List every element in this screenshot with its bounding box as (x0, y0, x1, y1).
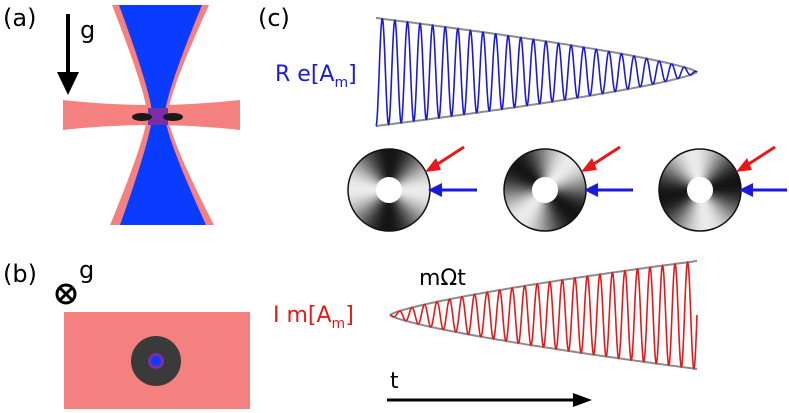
im-envelope-top (389, 260, 698, 316)
atom-cloud-left (132, 113, 152, 121)
im-oscillation (389, 260, 698, 370)
re-envelope-top (375, 17, 698, 73)
gravity-label-b: g (79, 256, 94, 284)
probe-arrow-blue-icon (428, 183, 477, 197)
ring-image (503, 148, 587, 232)
ring-image (347, 148, 431, 232)
re-label: R e[Am] (275, 62, 357, 91)
panel-c-label: (c) (258, 4, 290, 32)
into-page-symbol-icon (55, 283, 77, 305)
im-label: I m[Am] (273, 303, 354, 332)
probe-arrow-blue-icon (739, 183, 787, 197)
trap-core (151, 356, 161, 366)
panel-a-label: (a) (3, 4, 36, 32)
probe-arrow-red-icon (425, 145, 465, 172)
probe-arrow-red-icon (736, 145, 776, 172)
im-envelope-bottom (389, 314, 698, 370)
ring-images (347, 148, 742, 232)
probe-arrow-red-icon (581, 145, 621, 172)
overlap-region (148, 108, 168, 125)
panel-b: (b) g (3, 256, 250, 409)
phase-label: mΩt (419, 266, 466, 291)
time-label: t (390, 369, 399, 394)
im-trace-plot (389, 260, 698, 370)
probe-arrows (425, 145, 787, 197)
panel-a: (a) g (3, 4, 240, 225)
re-oscillation (375, 17, 698, 127)
time-arrow-icon (387, 393, 592, 407)
probe-arrow-blue-icon (584, 183, 633, 197)
panel-c: (c) R e[Am] (258, 4, 787, 407)
atom-cloud-right (163, 113, 183, 121)
gravity-label-a: g (80, 16, 95, 44)
re-trace-plot (375, 17, 698, 127)
re-envelope-bottom (375, 71, 698, 127)
panel-b-label: (b) (3, 260, 37, 288)
ring-image (658, 148, 742, 232)
gravity-down-arrow-icon (57, 14, 79, 95)
